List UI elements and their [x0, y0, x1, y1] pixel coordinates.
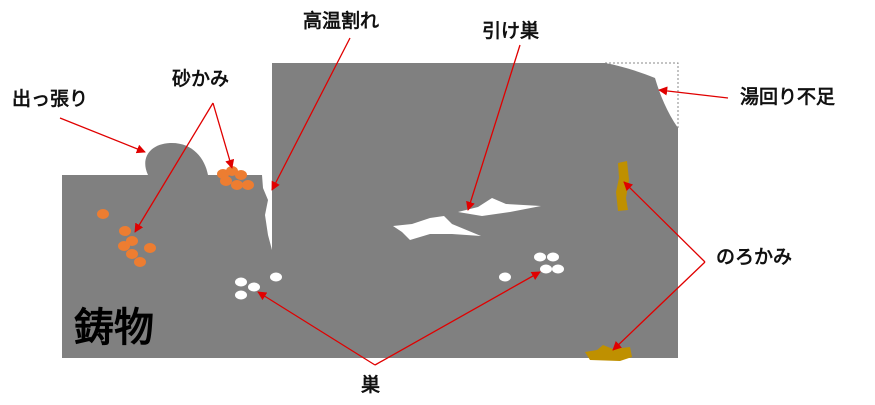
label-sand-inclusion: 砂かみ [172, 68, 230, 90]
blowhole [499, 272, 511, 282]
arrow-slag-2 [612, 261, 706, 351]
arrow-swell [59, 117, 146, 154]
label-swell: 出っ張り [12, 88, 89, 110]
arrow-slag-1 [623, 181, 706, 263]
arrow-misrun [658, 86, 729, 99]
casting-body [62, 63, 678, 358]
arrow-shrinkage [466, 44, 521, 211]
blowhole [552, 264, 564, 274]
sand-spot [242, 180, 254, 190]
sand-spot [144, 243, 156, 253]
sand-spot [126, 249, 138, 259]
arrow-sand-2 [134, 102, 214, 233]
shrinkage-cavity-2 [393, 216, 481, 240]
label-slag-inclusion: のろかみ [716, 246, 793, 268]
leader-arrows [59, 37, 729, 366]
sand-inclusions [97, 166, 254, 267]
label-misrun: 湯回り不足 [740, 86, 836, 108]
slag-inclusion-1 [616, 161, 629, 211]
arrow-blowhole-2 [374, 271, 541, 366]
blowholes [235, 252, 564, 300]
blowhole [534, 252, 546, 262]
blowhole [235, 277, 247, 287]
sand-spot [235, 170, 247, 180]
arrow-crack [271, 37, 351, 191]
blowhole [270, 272, 282, 282]
blowhole [540, 264, 552, 274]
blowhole [235, 290, 247, 300]
sand-spot [220, 176, 232, 186]
blowhole [547, 252, 559, 262]
arrow-blowhole-1 [257, 291, 376, 366]
label-high-temp-crack: 高温割れ [303, 10, 380, 32]
sand-spot [119, 226, 131, 236]
label-shrinkage-cavity: 引け巣 [482, 20, 540, 42]
high-temp-crack [262, 175, 272, 250]
misrun-notch-outline [605, 62, 679, 128]
sand-spot [134, 257, 146, 267]
label-casting: 鋳物 [74, 305, 154, 351]
arrow-sand-1 [212, 102, 235, 169]
sand-spot [231, 180, 243, 190]
blowhole [248, 282, 260, 292]
label-blowhole: 巣 [361, 374, 381, 396]
shrinkage-cavity-1 [458, 198, 541, 216]
sand-spot [97, 209, 109, 219]
sand-spot [118, 241, 130, 251]
